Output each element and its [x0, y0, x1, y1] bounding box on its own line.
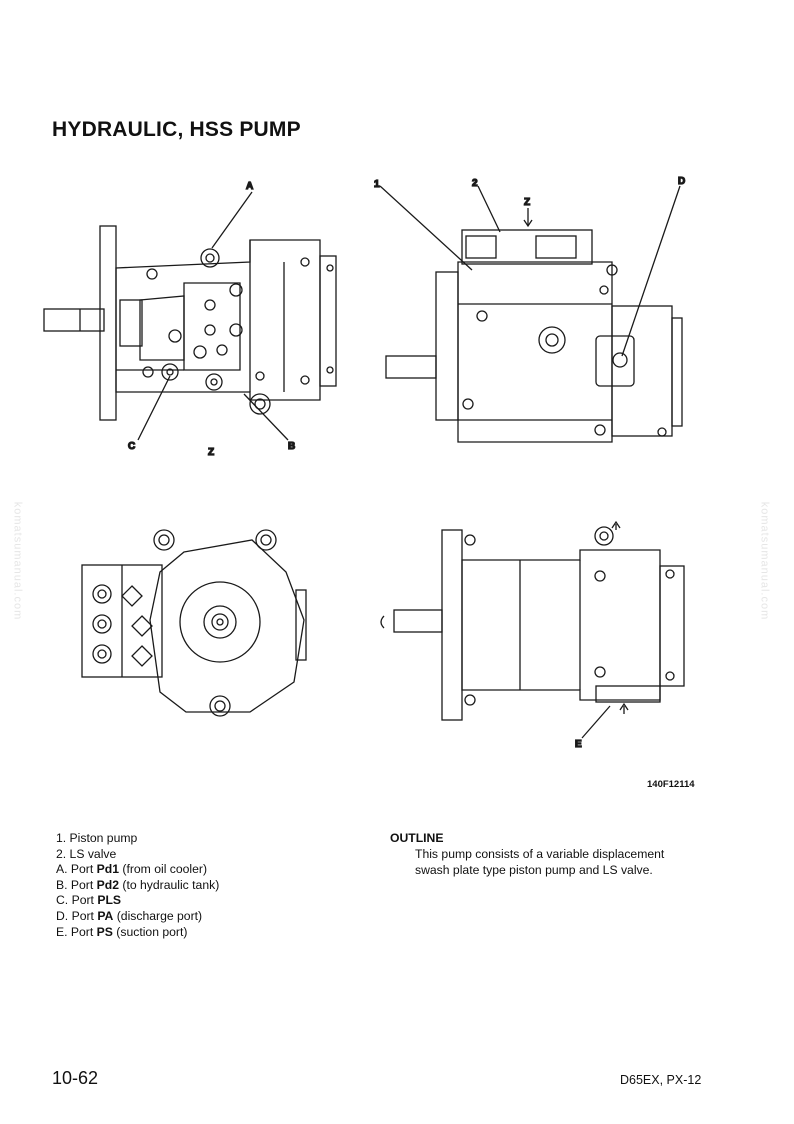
pump-drawings: A C B Z 1 2 Z D [43, 175, 686, 751]
legend-item: A. Port Pd1 (from oil cooler) [56, 862, 208, 877]
callout-b: B [288, 441, 295, 452]
legend-item: 2. LS valve [56, 846, 117, 861]
legend-item: C. Port PLS [56, 893, 122, 908]
pump-view-top-left [43, 191, 337, 441]
callout-c: C [128, 441, 135, 452]
outline-text: This pump consists of a variable displac… [415, 847, 665, 877]
page-number: 10-62 [52, 1068, 99, 1088]
callout-z-left: Z [208, 447, 214, 458]
legend-item: 1. Piston pump [56, 831, 138, 845]
legend-item: D. Port PA (discharge port) [56, 908, 203, 923]
legend-item: E. Port PS (suction port) [56, 924, 188, 939]
pump-view-bottom-left [81, 529, 307, 717]
callout-a: A [246, 181, 253, 192]
figure-code: 140F12114 [647, 779, 695, 790]
legend-item: B. Port Pd2 (to hydraulic tank) [56, 877, 220, 892]
watermark-right: komatsumanual.com [758, 501, 771, 621]
callout-1: 1 [374, 179, 380, 190]
model-label: D65EX, PX-12 [620, 1073, 702, 1087]
callout-z-right: Z [524, 197, 530, 208]
page-title: HYDRAULIC, HSS PUMP [52, 118, 301, 141]
parts-legend: 1. Piston pump 2. LS valve A. Port Pd1 (… [56, 831, 219, 940]
callout-2: 2 [472, 178, 478, 189]
callout-e: E [575, 739, 582, 750]
pump-view-top-right [379, 185, 683, 443]
watermark-left: komatsumanual.com [11, 501, 24, 621]
callout-d: D [678, 176, 685, 187]
outline-heading: OUTLINE [390, 831, 444, 845]
pump-view-bottom-right [380, 520, 685, 739]
